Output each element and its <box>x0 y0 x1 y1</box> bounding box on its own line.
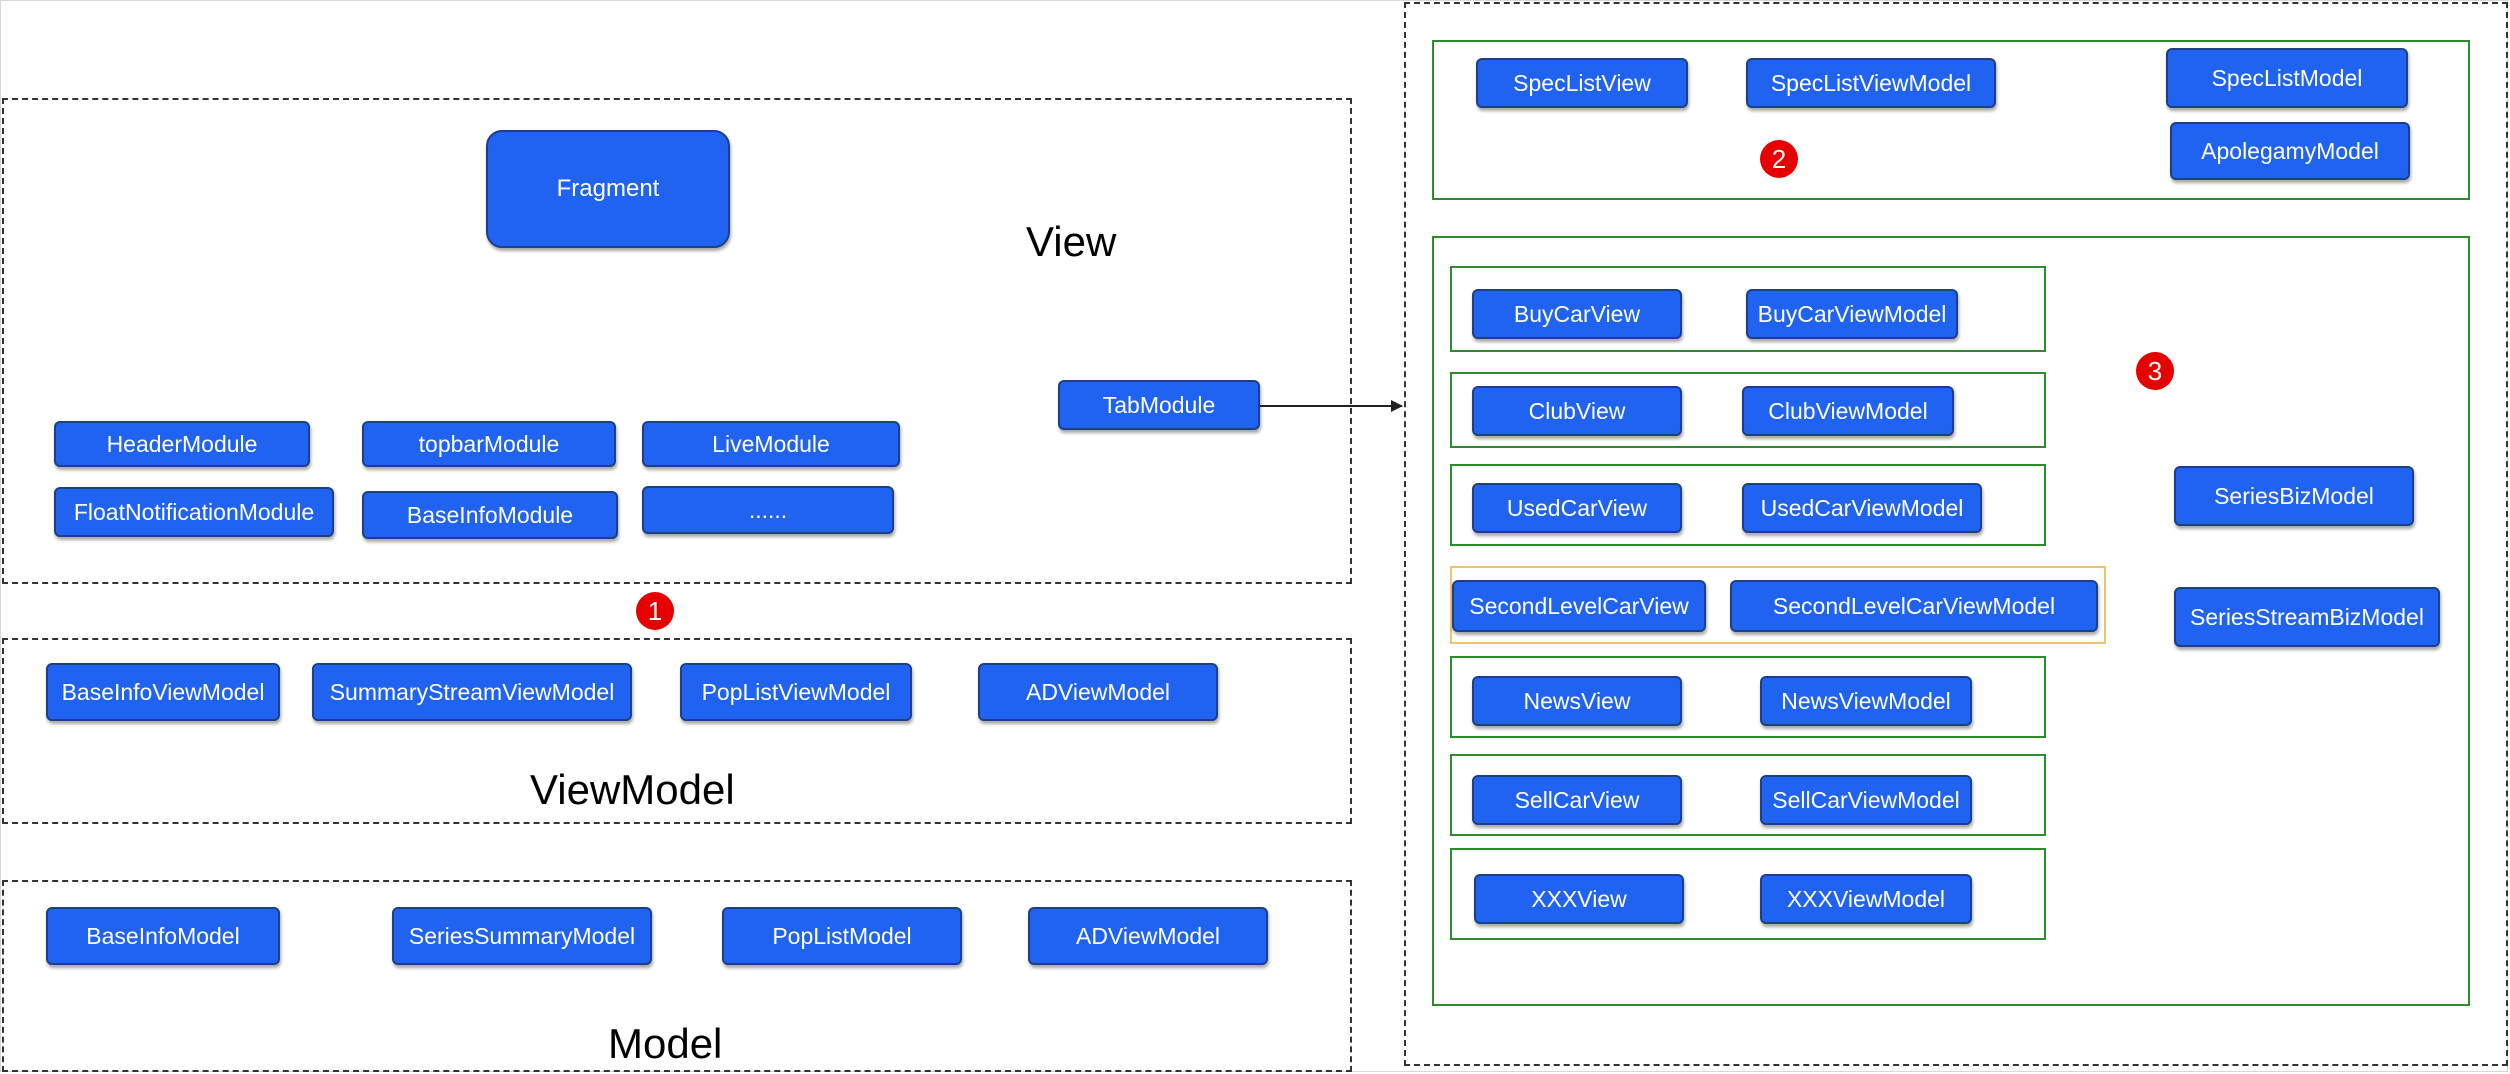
club-viewmodel-node: ClubViewModel <box>1742 386 1954 436</box>
news-viewmodel-node: NewsViewModel <box>1760 676 1972 726</box>
poplist-viewmodel-node: PopListViewModel <box>680 663 912 721</box>
second-level-car-row-box <box>1450 566 2106 644</box>
usedcar-row-box <box>1450 464 2046 546</box>
xxx-row-box <box>1450 848 2046 940</box>
tab-detail-box <box>1404 2 2508 1066</box>
topbar-module-node: topbarModule <box>362 421 616 467</box>
fragment-node: Fragment <box>486 130 730 248</box>
viewmodel-layer-box <box>2 638 1352 824</box>
spec-group-box <box>1432 40 2470 200</box>
baseinfo-model-node: BaseInfoModel <box>46 907 280 965</box>
model-layer-label: Model <box>608 1020 723 1067</box>
buycar-view-node: BuyCarView <box>1472 289 1682 339</box>
badge-2: 2 <box>1760 140 1798 178</box>
viewmodel-layer-label: ViewModel <box>530 766 735 813</box>
club-row-box <box>1450 372 2046 448</box>
second-level-car-view-node: SecondLevelCarView <box>1452 580 1706 632</box>
tab-group-box <box>1432 236 2470 1006</box>
more-modules-node: ...... <box>642 486 894 534</box>
news-view-node: NewsView <box>1472 676 1682 726</box>
model-layer-box <box>2 880 1352 1072</box>
header-module-node: HeaderModule <box>54 421 310 467</box>
baseinfo-module-node: BaseInfoModule <box>362 491 618 539</box>
sellcar-viewmodel-node: SellCarViewModel <box>1760 775 1972 825</box>
news-row-box <box>1450 656 2046 738</box>
poplist-model-node: PopListModel <box>722 907 962 965</box>
summary-stream-viewmodel-node: SummaryStreamViewModel <box>312 663 632 721</box>
second-level-car-viewmodel-node: SecondLevelCarViewModel <box>1730 580 2098 632</box>
speclist-viewmodel-node: SpecListViewModel <box>1746 58 1996 108</box>
view-layer-box <box>2 98 1352 584</box>
tab-module-node: TabModule <box>1058 380 1260 430</box>
series-biz-model-node: SeriesBizModel <box>2174 466 2414 526</box>
badge-1: 1 <box>636 592 674 630</box>
sellcar-view-node: SellCarView <box>1472 775 1682 825</box>
buycar-row-box <box>1450 266 2046 352</box>
speclist-model-node: SpecListModel <box>2166 48 2408 108</box>
sellcar-row-box <box>1450 754 2046 836</box>
series-summary-model-node: SeriesSummaryModel <box>392 907 652 965</box>
live-module-node: LiveModule <box>642 421 900 467</box>
view-layer-label: View <box>1026 218 1117 265</box>
usedcar-viewmodel-node: UsedCarViewModel <box>1742 483 1982 533</box>
club-view-node: ClubView <box>1472 386 1682 436</box>
buycar-viewmodel-node: BuyCarViewModel <box>1746 289 1958 339</box>
usedcar-view-node: UsedCarView <box>1472 483 1682 533</box>
xxx-view-node: XXXView <box>1474 874 1684 924</box>
ad-viewmodel-node: ADViewModel <box>978 663 1218 721</box>
xxx-viewmodel-node: XXXViewModel <box>1760 874 1972 924</box>
baseinfo-viewmodel-node: BaseInfoViewModel <box>46 663 280 721</box>
apolegamy-model-node: ApolegamyModel <box>2170 122 2410 180</box>
speclist-view-node: SpecListView <box>1476 58 1688 108</box>
badge-3: 3 <box>2136 352 2174 390</box>
series-stream-biz-model-node: SeriesStreamBizModel <box>2174 587 2440 647</box>
ad-model-node: ADViewModel <box>1028 907 1268 965</box>
float-notification-module-node: FloatNotificationModule <box>54 487 334 537</box>
